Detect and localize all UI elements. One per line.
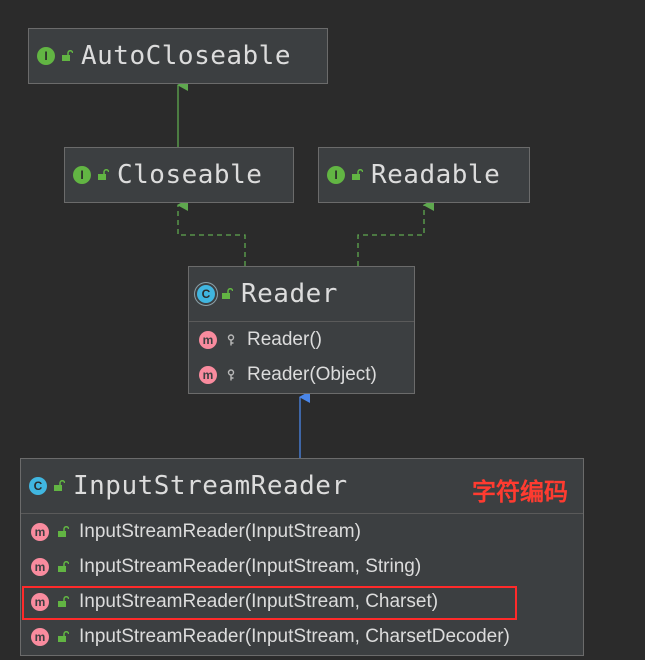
divider <box>189 321 414 322</box>
method-row[interactable]: m InputStreamReader(InputStream, Charset… <box>31 587 438 617</box>
key-icon <box>227 369 235 381</box>
node-readable[interactable]: I Readable <box>318 147 530 203</box>
interface-icon: I <box>327 166 345 184</box>
node-title: Closeable <box>117 160 263 190</box>
method-name: Reader(Object) <box>247 364 377 385</box>
method-name: InputStreamReader(InputStream) <box>79 521 361 542</box>
method-icon: m <box>31 523 49 541</box>
lock-open-icon <box>58 596 69 607</box>
method-icon: m <box>199 331 217 349</box>
node-closeable[interactable]: I Closeable <box>64 147 294 203</box>
interface-icon: I <box>73 166 91 184</box>
node-title: InputStreamReader <box>73 471 348 501</box>
lock-open-icon <box>98 169 109 180</box>
class-icon: C <box>29 477 47 495</box>
lock-open-icon <box>54 480 65 491</box>
lock-open-icon <box>352 169 363 180</box>
highlight-box <box>22 586 517 620</box>
lock-open-icon <box>58 526 69 537</box>
method-name: Reader() <box>247 329 322 350</box>
method-icon: m <box>31 558 49 576</box>
node-reader[interactable]: C Reader m Reader() m Reader(Object) <box>188 266 415 394</box>
divider <box>21 513 583 514</box>
lock-open-icon <box>222 288 233 299</box>
edge-reader-closeable <box>177 199 246 266</box>
key-icon <box>227 334 235 346</box>
node-title: Readable <box>371 160 501 190</box>
method-row[interactable]: m InputStreamReader(InputStream) <box>31 517 361 547</box>
method-name: InputStreamReader(InputStream, Charset) <box>79 591 439 612</box>
lock-open-icon <box>62 50 73 61</box>
node-inputstreamreader[interactable]: C InputStreamReader m InputStreamReader(… <box>20 458 584 656</box>
interface-icon: I <box>37 47 55 65</box>
method-name: InputStreamReader(InputStream, CharsetDe… <box>79 626 510 647</box>
annotation-label: 字符编码 <box>472 478 568 506</box>
method-icon: m <box>31 593 49 611</box>
node-autocloseable[interactable]: I AutoCloseable <box>28 28 328 84</box>
abstract-class-icon: C <box>197 285 215 303</box>
method-row[interactable]: m Reader() <box>199 325 322 355</box>
method-row[interactable]: m Reader(Object) <box>199 360 377 390</box>
method-row[interactable]: m InputStreamReader(InputStream, String) <box>31 552 421 582</box>
lock-open-icon <box>58 631 69 642</box>
method-row[interactable]: m InputStreamReader(InputStream, Charset… <box>31 622 510 652</box>
node-title: AutoCloseable <box>81 41 291 71</box>
edge-reader-readable <box>357 199 434 266</box>
lock-open-icon <box>58 561 69 572</box>
node-title: Reader <box>241 279 338 309</box>
method-icon: m <box>199 366 217 384</box>
method-icon: m <box>31 628 49 646</box>
method-name: InputStreamReader(InputStream, String) <box>79 556 422 577</box>
